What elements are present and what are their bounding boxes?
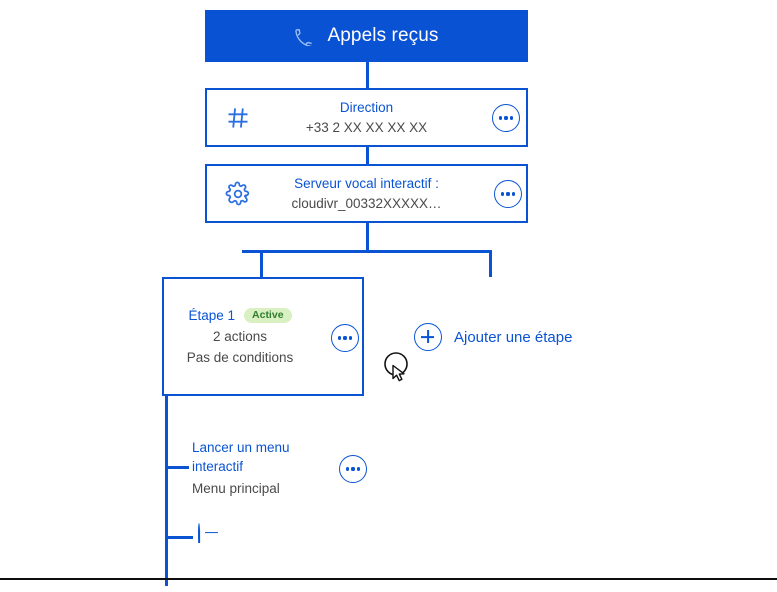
dot [357, 467, 361, 471]
phone-icon [294, 27, 313, 46]
connector-header-direction [366, 62, 369, 88]
page-title: Appels reçus [327, 25, 439, 46]
node-step-1[interactable]: Étape 1 Active 2 actions Pas de conditio… [162, 277, 364, 396]
connector-branch-right-drop [489, 250, 492, 277]
bottom-caption [0, 581, 777, 592]
connector-ivr-branch-stem [366, 223, 369, 252]
node-direction[interactable]: Direction +33 2 XX XX XX XX [205, 88, 528, 147]
mouse-cursor-busy [380, 350, 414, 384]
dot [349, 336, 353, 340]
dot [351, 467, 355, 471]
dot [343, 336, 347, 340]
connector-direction-ivr [366, 147, 369, 164]
status-badge: Active [244, 307, 292, 324]
connector-action-branch [165, 466, 189, 469]
connector-step-actions-spine [165, 396, 168, 586]
connector-branch-bar [242, 250, 492, 253]
connector-add-action-branch [165, 536, 193, 539]
node-direction-body: Direction +33 2 XX XX XX XX [265, 90, 468, 145]
node-step-1-conditions: Pas de conditions [186, 350, 294, 366]
add-step-label: Ajouter une étape [454, 328, 573, 346]
node-step-1-title: Étape 1 [188, 308, 236, 323]
dot [512, 192, 516, 196]
action-title: Lancer un menu interactif [192, 440, 290, 474]
node-direction-subtitle: +33 2 XX XX XX XX [305, 120, 428, 135]
node-ivr-menu-button[interactable] [494, 180, 522, 208]
node-ivr-title: Serveur vocal interactif : [294, 176, 439, 191]
node-ivr[interactable]: Serveur vocal interactif : cloudivr_0033… [205, 164, 528, 223]
action-subtitle: Menu principal [192, 481, 280, 496]
dot [510, 116, 514, 120]
action-launch-ivr-menu[interactable]: Lancer un menu interactif Menu principal [192, 438, 332, 498]
add-step-button[interactable]: Ajouter une étape [414, 323, 572, 351]
bottom-divider [0, 578, 777, 580]
node-step-1-header: Étape 1 Active [188, 307, 292, 324]
node-ivr-subtitle: cloudivr_00332XXXXX… [291, 196, 442, 211]
node-step-1-body: Étape 1 Active 2 actions Pas de conditio… [164, 279, 316, 394]
node-direction-title: Direction [339, 100, 394, 115]
hash-keypad-icon [221, 101, 255, 135]
node-step-1-menu-button[interactable] [331, 324, 359, 352]
dot [500, 192, 504, 196]
dot [506, 192, 510, 196]
dot [504, 116, 508, 120]
node-direction-menu-button[interactable] [492, 104, 520, 132]
call-flow-header: Appels reçus [205, 10, 528, 62]
dot [337, 336, 341, 340]
node-ivr-body: Serveur vocal interactif : cloudivr_0033… [265, 166, 468, 221]
gear-icon [221, 177, 255, 211]
plus-circle-icon [198, 523, 200, 542]
dot [345, 467, 349, 471]
plus-circle-icon [414, 323, 442, 351]
dot [498, 116, 502, 120]
add-action-button[interactable] [198, 523, 200, 542]
connector-branch-left-drop [260, 250, 263, 277]
node-step-1-actions-count: 2 actions [212, 329, 268, 345]
action-menu-button[interactable] [339, 455, 367, 483]
